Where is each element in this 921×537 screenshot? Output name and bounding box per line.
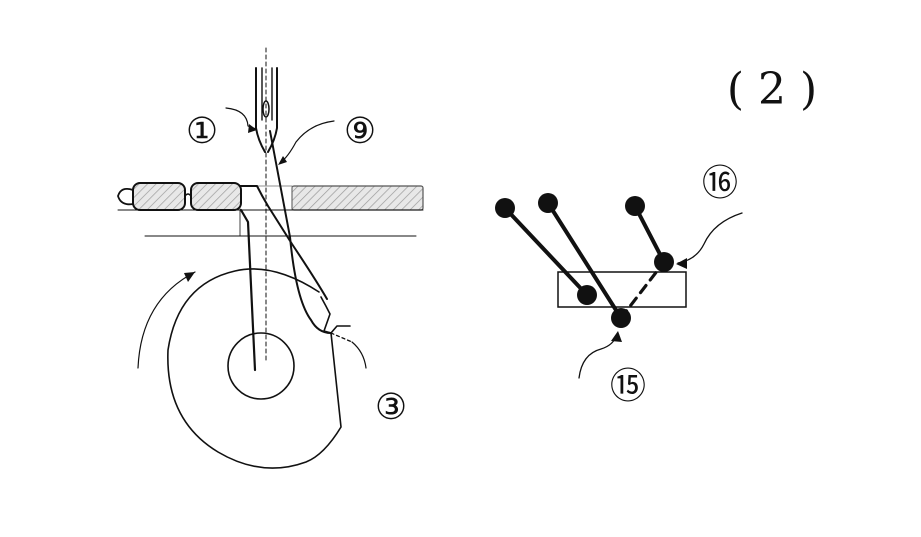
dot-lower-point — [611, 308, 631, 328]
needle-eye — [262, 100, 270, 118]
right-schematic: ⑯ ⑮ — [495, 163, 743, 407]
rotation-arrow — [137, 271, 196, 369]
needle — [255, 67, 278, 153]
callout-hook: ③ — [375, 387, 407, 428]
callout-lower-point: ⑮ — [610, 366, 646, 407]
callout-upper-point: ⑯ — [702, 163, 738, 204]
schematic-box — [557, 271, 687, 308]
rotary-hook — [167, 268, 353, 469]
needle-leader — [225, 107, 257, 130]
dot-top-left — [495, 198, 515, 218]
hook-leader — [351, 341, 367, 369]
hook-shaft — [227, 332, 295, 400]
left-mechanism: ① ⑨ ③ — [117, 47, 424, 469]
dot-top-middle — [538, 193, 558, 213]
callout-needle: ① — [186, 111, 218, 152]
dot-top-right — [625, 196, 645, 216]
figure-label: ( 2 ) — [727, 64, 817, 115]
dot-upper-point — [654, 252, 674, 272]
fabric-stitches — [117, 182, 242, 211]
upper-thread — [239, 130, 332, 372]
upper-point-leader — [677, 212, 743, 264]
callout-thread: ⑨ — [344, 111, 376, 152]
thread-leader — [279, 120, 335, 164]
dot-inner-left — [577, 285, 597, 305]
